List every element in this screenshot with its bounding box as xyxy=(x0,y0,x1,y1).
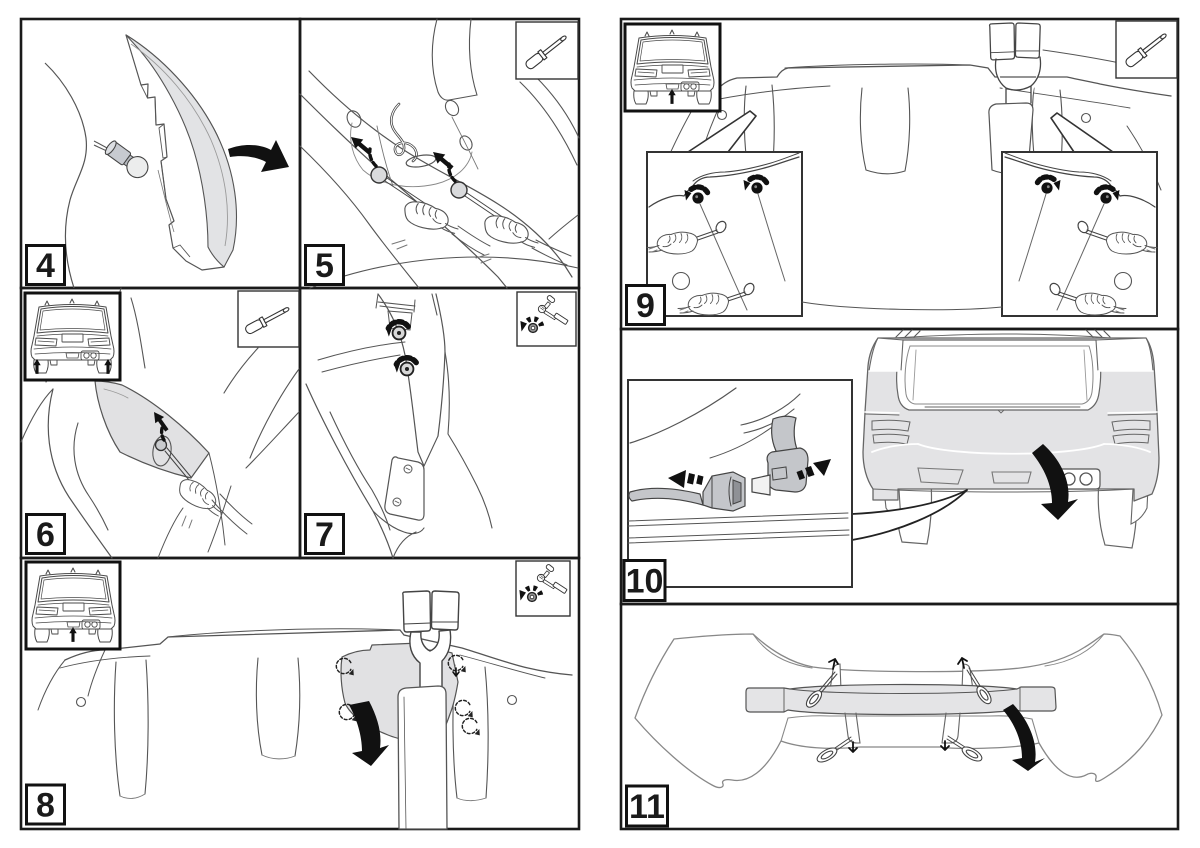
svg-text:10: 10 xyxy=(626,563,664,601)
svg-text:9: 9 xyxy=(636,287,655,325)
svg-text:5: 5 xyxy=(315,247,334,285)
svg-text:6: 6 xyxy=(36,516,55,554)
svg-text:8: 8 xyxy=(36,787,55,825)
svg-text:4: 4 xyxy=(36,247,55,285)
svg-text:11: 11 xyxy=(629,788,665,826)
svg-text:7: 7 xyxy=(315,516,334,554)
